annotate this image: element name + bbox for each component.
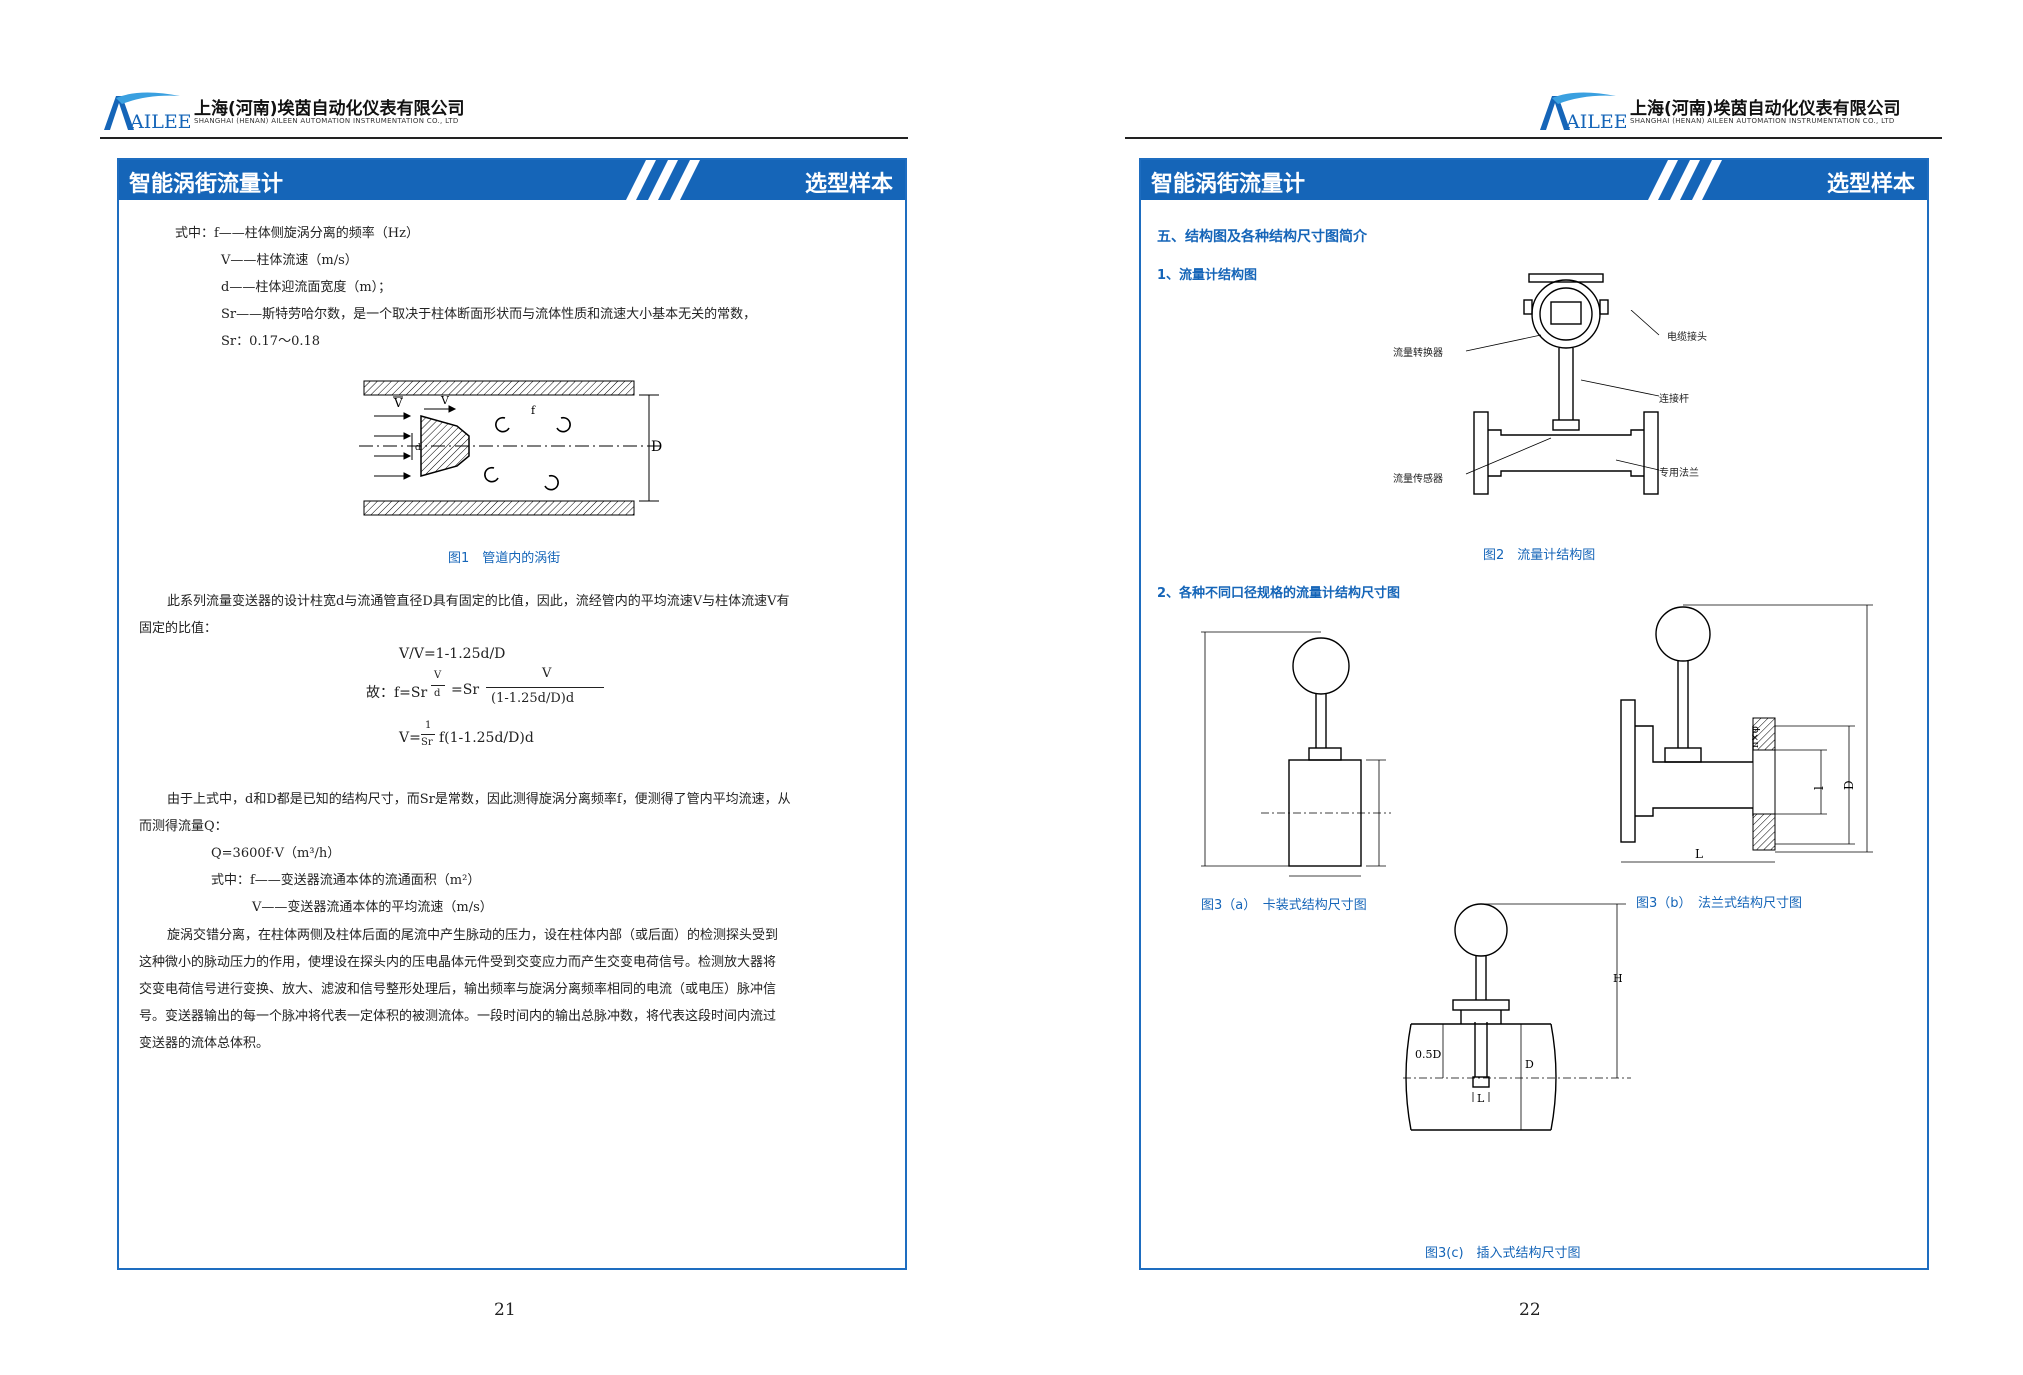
page-number: 21 (494, 1300, 516, 1320)
para3-line: 号。变送器输出的每一个脉冲将代表一定体积的被测流体。一段时间内的输出总脉冲数，将… (139, 1009, 777, 1024)
page-number: 22 (1519, 1300, 1541, 1320)
fig3c-caption: 图3(c) 插入式结构尺寸图 (1425, 1246, 1581, 1261)
company-name-cn: 上海(河南)埃茵自动化仪表有限公司 (194, 99, 465, 119)
title-bar: 智能涡街流量计 选型样本 (1141, 160, 1927, 200)
eq3-rest: f(1-1.25d/D)d (439, 730, 534, 746)
para3-line: 交变电荷信号进行变换、放大、滤波和信号整形处理后，输出频率与旋涡分离频率相同的电… (139, 982, 777, 997)
leader-lines (1465, 310, 1660, 475)
para3-line: 旋涡交错分离，在柱体两侧及柱体后面的尾流中产生脉动的压力，设在柱体内部（或后面）… (167, 928, 779, 943)
l-label: l (1812, 786, 1826, 790)
logo-text: AILEEN (129, 111, 190, 133)
q-equation: Q=3600f·V（m³/h） (211, 846, 341, 861)
D-label: D (651, 439, 662, 455)
page-21: AILEEN 上海(河南)埃茵自动化仪表有限公司 SHANGHAI (HENAN… (0, 0, 1011, 1375)
subsection-heading: 1、流量计结构图 (1157, 268, 1258, 283)
fig3b-caption: 图3（b） 法兰式结构尺寸图 (1636, 896, 1803, 911)
half-D-label: 0.5D (1415, 1048, 1441, 1061)
doc-tag: 选型样本 (804, 172, 893, 197)
flange-type-dimension-figure: l D n×φ L (1620, 604, 1873, 863)
para3-line: 变送器的流体总体积。 (139, 1036, 270, 1051)
fig3a-caption: 图3（a） 卡装式结构尺寸图 (1201, 898, 1367, 913)
eq2-num: V (434, 670, 442, 681)
d-label: d (415, 443, 421, 453)
para3-line: 这种微小的脉动压力的作用，使埋设在探头内的压电晶体元件受到交变应力而产生交变电荷… (139, 955, 777, 970)
eq3-prefix: V= (399, 730, 421, 746)
eq2-den2: (1-1.25d/D)d (491, 691, 575, 706)
para2-line: 而测得流量Q： (139, 819, 228, 834)
eq2-den: d (434, 688, 441, 699)
D-label: D (1842, 780, 1856, 790)
company-name-en: SHANGHAI (HENAN) AILEEN AUTOMATION INSTR… (1630, 117, 1895, 125)
eq2-mid: =Sr (451, 682, 480, 698)
company-name-cn: 上海(河南)埃茵自动化仪表有限公司 (1630, 99, 1901, 119)
content-frame: 智能涡街流量计 选型样本 五、结构图及各种结构尺寸图简介 1、流量计结构图 (1139, 158, 1929, 1270)
header-rule (100, 137, 908, 139)
flowmeter-structure-figure (1473, 273, 1659, 495)
doc-tag: 选型样本 (1826, 172, 1915, 197)
v-label: V (440, 394, 450, 407)
vortex-pipe-figure: V V f d D (359, 380, 664, 516)
def-line: 式中：f——柱体侧旋涡分离的频率（Hz） (175, 226, 419, 241)
fig2-caption: 图2 流量计结构图 (1483, 548, 1596, 563)
L-label: L (1695, 847, 1703, 861)
H-label: H (1613, 972, 1623, 985)
para1-line: 此系列流量变送器的设计柱宽d与流通管直径D具有固定的比值，因此，流经管内的平均流… (167, 594, 790, 609)
label-cable-connector: 电缆接头 (1667, 332, 1707, 343)
logo-text: AILEEN (1565, 111, 1626, 133)
eq2-num2: V (542, 666, 552, 681)
label-converter: 流量转换器 (1393, 348, 1443, 359)
content-frame: 智能涡街流量计 选型样本 式中：f——柱体侧旋涡分离的频率（Hz） V——柱体流… (117, 158, 907, 1270)
para2-line: 由于上式中，d和D都是已知的结构尺寸，而Sr是常数，因此测得旋涡分离频率f，便测… (167, 792, 791, 807)
company-name-en: SHANGHAI (HENAN) AILEEN AUTOMATION INSTR… (194, 117, 459, 125)
label-flange: 专用法兰 (1659, 468, 1699, 479)
header-rule (1125, 137, 1942, 139)
nd-label: n×φ (1750, 726, 1761, 748)
page-header: AILEEN 上海(河南)埃茵自动化仪表有限公司 SHANGHAI (HENAN… (1536, 90, 1956, 138)
doc-title: 智能涡街流量计 (1151, 172, 1306, 197)
L-label: L (1477, 1092, 1485, 1105)
f-label: f (531, 404, 536, 417)
eq2-prefix: 故：f=Sr (366, 685, 428, 701)
def-line: Sr：0.17～0.18 (221, 334, 321, 349)
fig1-caption: 图1 管道内的涡街 (448, 551, 561, 566)
eq3-num: 1 (425, 720, 432, 731)
equation-1: V/V=1-1.25d/D (399, 646, 506, 662)
title-bar: 智能涡街流量计 选型样本 (119, 160, 905, 200)
def-line: d——柱体迎流面宽度（m）； (221, 280, 392, 295)
q-def: 式中：f——变送器流通本体的流通面积（m²） (211, 873, 481, 888)
page-header: AILEEN 上海(河南)埃茵自动化仪表有限公司 SHANGHAI (HENAN… (100, 90, 520, 138)
q-def: V——变送器流通本体的平均流速（m/s） (252, 900, 493, 915)
doc-title: 智能涡街流量计 (129, 172, 284, 197)
fraction-bar (431, 685, 445, 686)
label-sensor: 流量传感器 (1393, 474, 1443, 485)
page-22: AILEEN 上海(河南)埃茵自动化仪表有限公司 SHANGHAI (HENAN… (1011, 0, 2023, 1375)
eq3-den: Sr (421, 737, 433, 748)
fraction-bar (421, 734, 435, 735)
wafer-type-dimension-figure (1201, 631, 1391, 877)
section-heading: 五、结构图及各种结构尺寸图简介 (1157, 229, 1367, 245)
stripe-decoration (1648, 160, 1722, 200)
label-connecting-rod: 连接杆 (1659, 394, 1689, 405)
insertion-type-dimension-figure: H 0.5D D L (1403, 903, 1631, 1131)
def-line: Sr——斯特劳哈尔数，是一个取决于柱体断面形状而与流体性质和流速大小基本无关的常… (221, 307, 757, 322)
aileen-logo: AILEEN (1540, 92, 1626, 133)
aileen-logo: AILEEN (104, 92, 190, 133)
vbar-label: V (393, 396, 403, 410)
subsection-heading: 2、各种不同口径规格的流量计结构尺寸图 (1157, 586, 1401, 601)
def-line: V——柱体流速（m/s） (221, 253, 358, 268)
D-label: D (1525, 1058, 1534, 1071)
stripe-decoration (626, 160, 700, 200)
para1-line: 固定的比值： (139, 621, 218, 636)
fraction-bar (486, 687, 604, 688)
